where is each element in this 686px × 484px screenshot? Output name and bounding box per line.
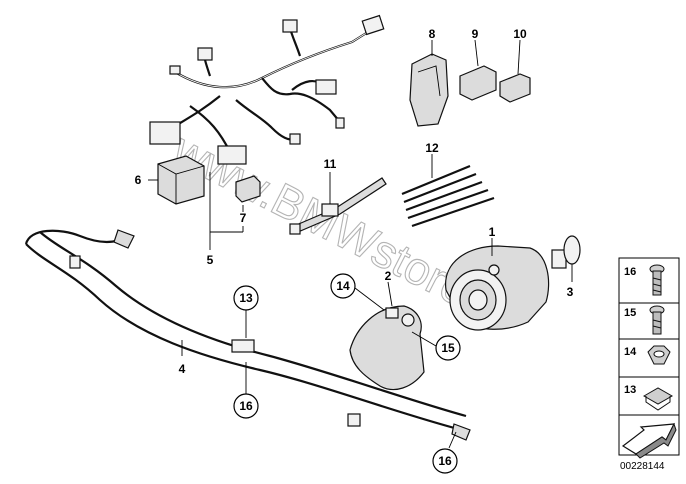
legend-number-15: 15 — [624, 307, 636, 319]
callout-12: 12 — [425, 141, 439, 155]
callout-11: 11 — [324, 157, 337, 171]
callout-15: 15 — [435, 335, 461, 361]
callout-7: 7 — [240, 211, 247, 225]
arrow-icon — [621, 422, 677, 459]
legend-number-14: 14 — [624, 346, 637, 358]
callout-14: 14 — [330, 273, 356, 299]
callout-3: 3 — [567, 285, 574, 299]
bolt-icon — [649, 305, 665, 335]
callout-16-end: 16 — [432, 448, 458, 474]
lamp-bracket-2[interactable] — [349, 305, 425, 391]
diagram-id: 00228144 — [620, 461, 665, 472]
svg-text:16: 16 — [438, 454, 452, 468]
callout-9: 9 — [472, 27, 479, 41]
cable-tie-11[interactable] — [289, 177, 387, 235]
connector-housing-7[interactable] — [235, 175, 261, 212]
callout-16-rail: 16 — [233, 393, 259, 419]
mounting-rail-4[interactable] — [24, 229, 471, 441]
switch-9[interactable] — [459, 65, 497, 101]
switch-10[interactable] — [499, 73, 531, 103]
clip-nut-icon — [642, 387, 674, 411]
legend-number-13: 13 — [624, 384, 636, 396]
callout-13: 13 — [233, 285, 259, 311]
bulb-3[interactable] — [551, 235, 581, 282]
hex-nut-icon — [647, 345, 671, 365]
svg-text:15: 15 — [441, 341, 455, 355]
callout-5: 5 — [207, 253, 214, 267]
callout-8: 8 — [429, 27, 436, 41]
fog-lamp-1[interactable] — [445, 245, 550, 331]
legend-panel: 16 15 14 13 — [618, 257, 680, 459]
callout-4: 4 — [179, 362, 186, 376]
bracket-8[interactable] — [409, 53, 449, 127]
callout-10: 10 — [513, 27, 527, 41]
svg-text:14: 14 — [336, 279, 350, 293]
callout-1: 1 — [489, 225, 496, 239]
svg-text:13: 13 — [239, 291, 253, 305]
wiring-harness[interactable] — [149, 14, 385, 165]
legend-number-16: 16 — [624, 266, 636, 278]
screw-icon — [649, 264, 665, 296]
callout-6: 6 — [135, 173, 142, 187]
relay-6[interactable] — [148, 155, 205, 205]
svg-text:16: 16 — [239, 399, 253, 413]
callout-2: 2 — [385, 269, 392, 283]
cable-ties-12[interactable] — [401, 164, 495, 228]
